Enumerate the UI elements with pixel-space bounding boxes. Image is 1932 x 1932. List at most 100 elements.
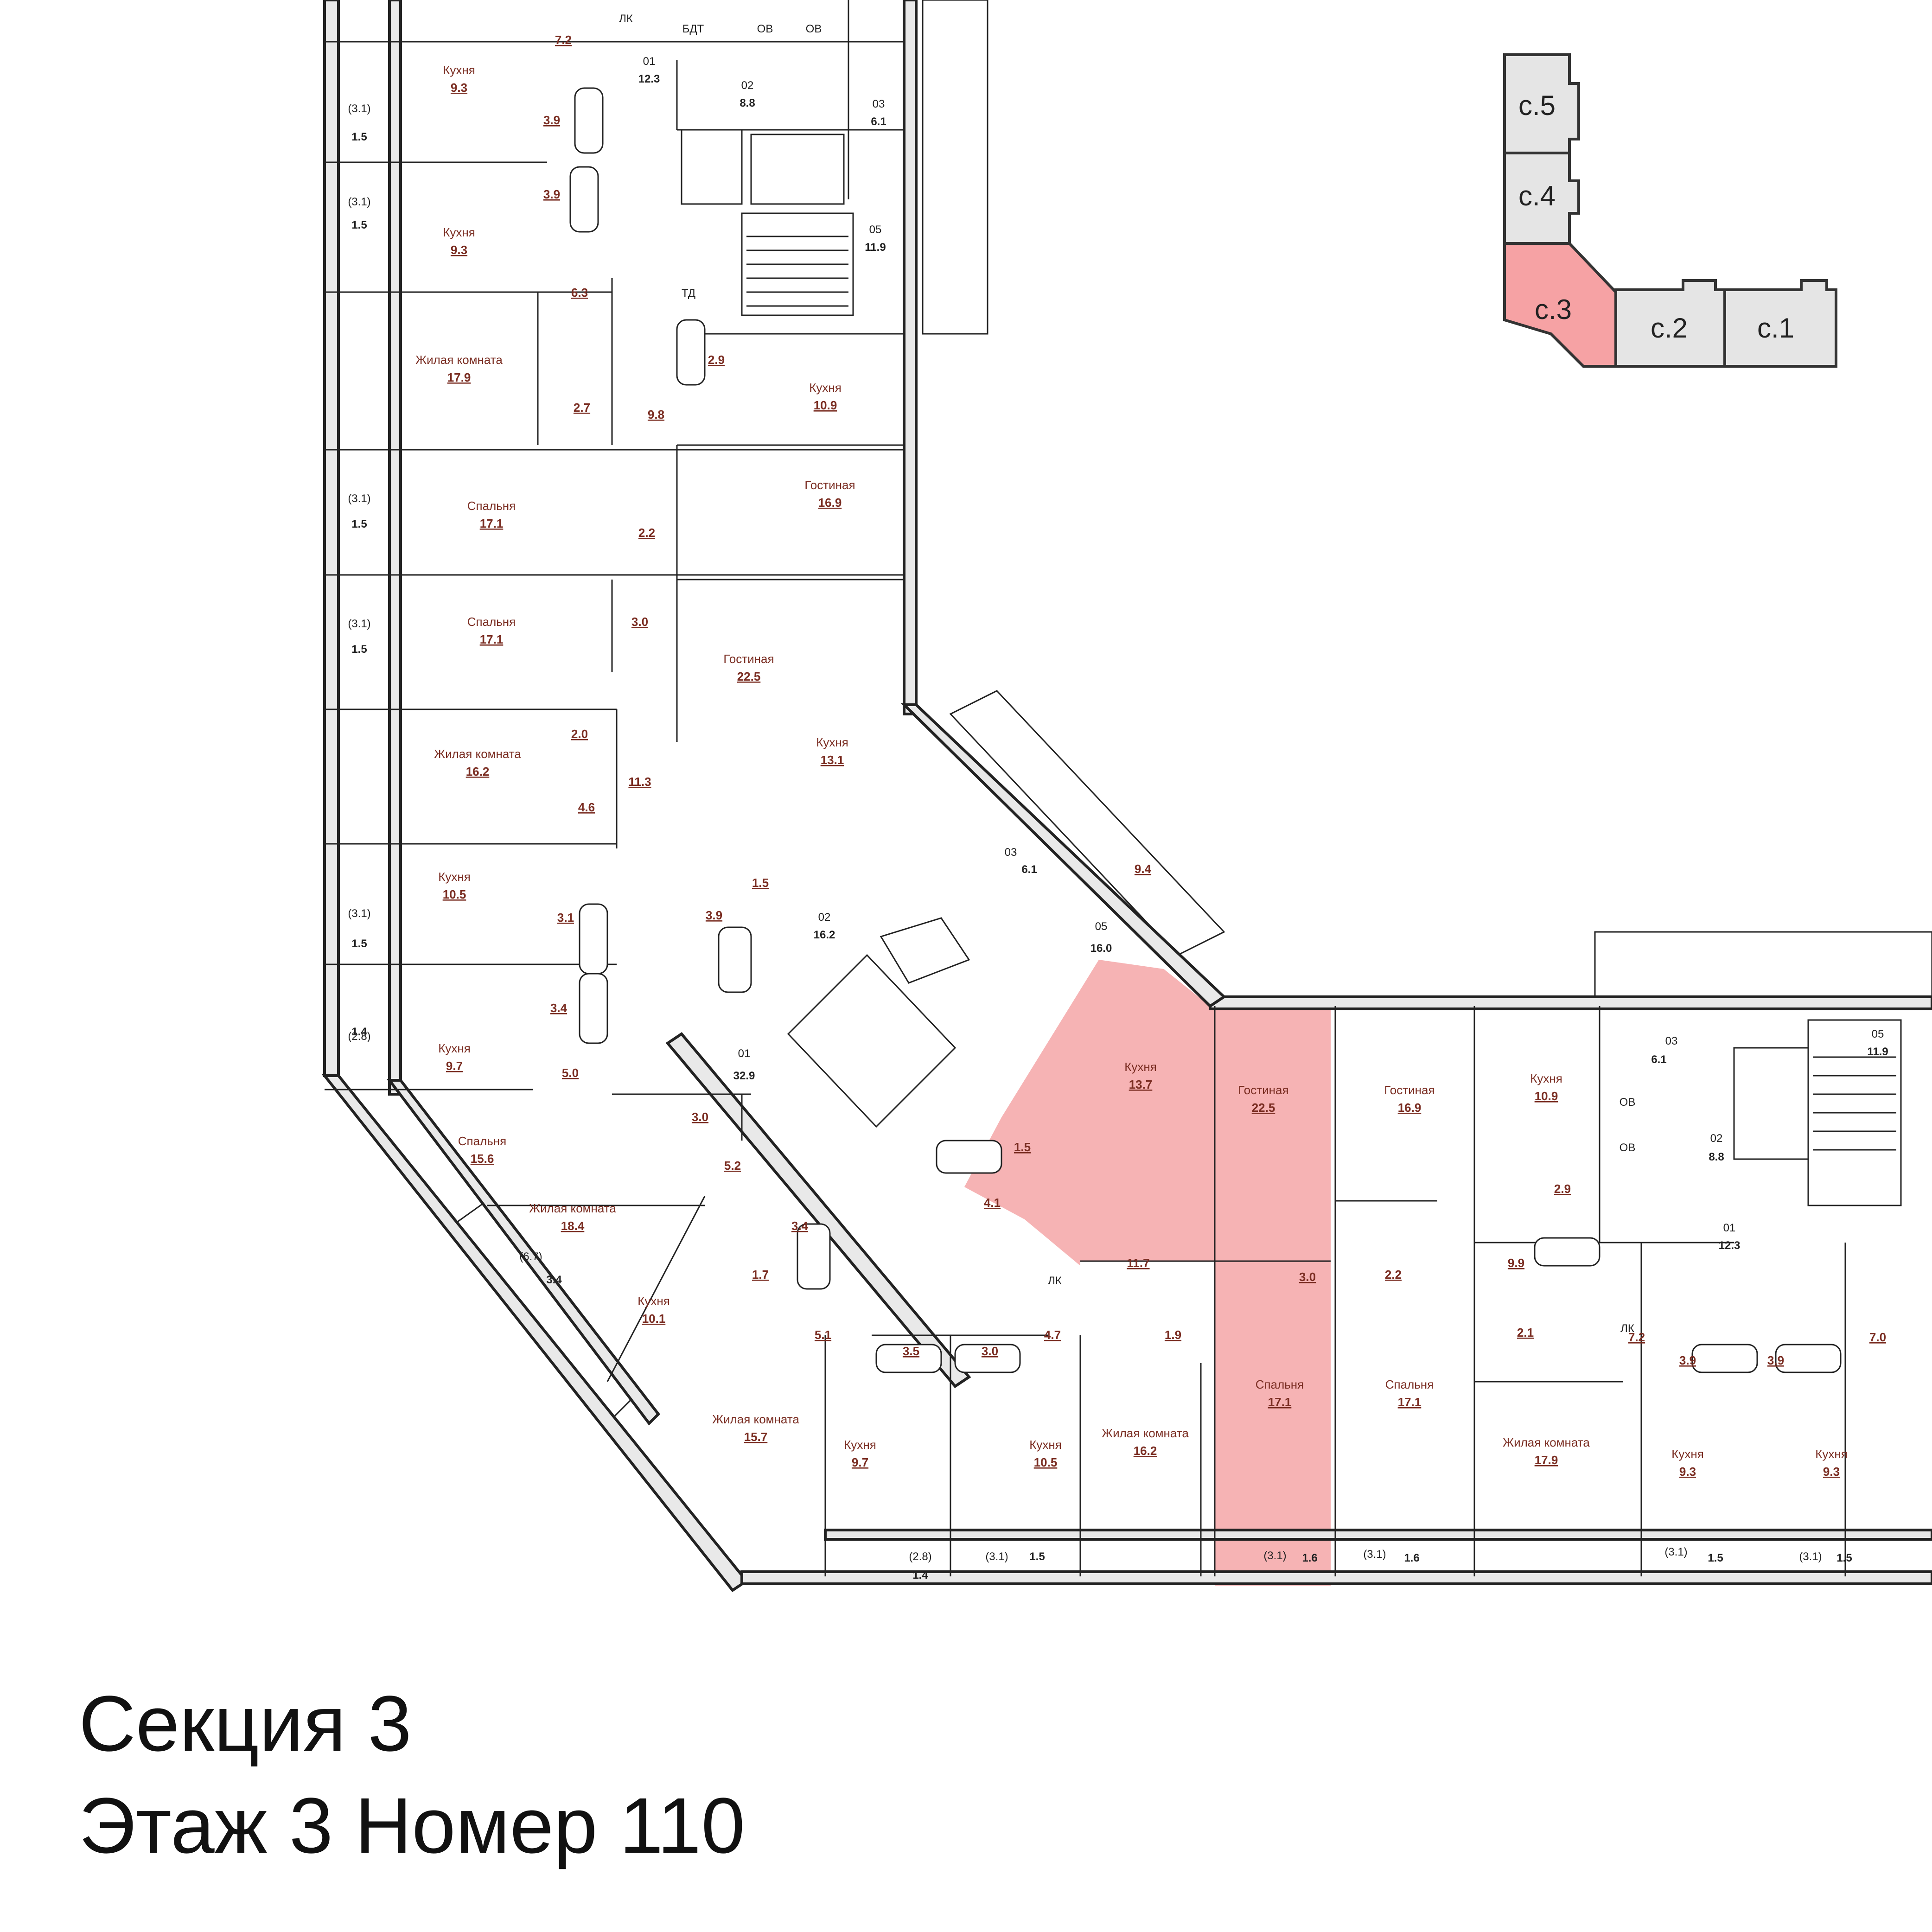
area-label: 1.9 xyxy=(1165,1328,1181,1342)
stair-core xyxy=(681,129,1902,1206)
common-code: 02 xyxy=(741,79,754,92)
area-label: 3.9 xyxy=(543,113,560,127)
room-area: 13.1 xyxy=(821,753,844,767)
area-label: 3.0 xyxy=(982,1344,998,1358)
selected-apartment[interactable] xyxy=(964,960,1331,1586)
balcony-net: 1.5 xyxy=(1836,1552,1852,1564)
balcony-net: 1.6 xyxy=(1302,1552,1317,1564)
room-area: 15.7 xyxy=(744,1430,768,1444)
area-label: 3.4 xyxy=(550,1001,567,1015)
room-area: 10.9 xyxy=(814,398,837,412)
room-area: 9.3 xyxy=(451,81,467,95)
common-area: 11.9 xyxy=(865,241,886,254)
mark-ov: ОВ xyxy=(757,23,773,35)
mark-ov: ОВ xyxy=(1620,1096,1636,1109)
room-area: 18.4 xyxy=(561,1219,585,1233)
area-label: 11.3 xyxy=(628,775,651,789)
room-area: 17.9 xyxy=(1535,1453,1558,1467)
key-section-1[interactable] xyxy=(1723,279,1837,368)
common-area: 16.2 xyxy=(814,929,835,941)
balcony-total: (3.1) xyxy=(1363,1548,1386,1561)
area-label: 9.9 xyxy=(1508,1256,1524,1270)
room-name: Жилая комната xyxy=(712,1412,799,1426)
room-labels: Кухня 9.3 Кухня 9.3 Жилая комната 17.9 С… xyxy=(415,63,1848,1479)
small-area-labels: 7.2 3.9 3.9 6.3 2.7 9.8 2.2 3.0 2.0 4.6 … xyxy=(543,33,1886,1367)
balcony-total: (3.1) xyxy=(985,1550,1008,1563)
area-label: 5.2 xyxy=(724,1159,741,1173)
room-name: Кухня xyxy=(1029,1438,1062,1452)
mark-td: ТД xyxy=(682,287,695,300)
mark-lk: ЛК xyxy=(1048,1275,1062,1287)
key-label-3: с.3 xyxy=(1535,294,1572,325)
common-area-labels: 01 12.3 02 8.8 03 6.1 05 11.9 03 6.1 02 … xyxy=(638,55,1888,1252)
key-label-1: с.1 xyxy=(1757,312,1794,344)
common-code: 03 xyxy=(1005,846,1017,859)
area-label: 7.2 xyxy=(1628,1330,1645,1344)
room-area: 17.1 xyxy=(1268,1395,1292,1409)
room-area: 16.9 xyxy=(1398,1101,1422,1115)
balcony-net: 1.5 xyxy=(351,131,367,143)
room-name: Кухня xyxy=(1124,1060,1157,1074)
room-area: 16.9 xyxy=(818,496,842,510)
mark-ov: ОВ xyxy=(806,23,822,35)
common-code: 01 xyxy=(738,1047,751,1060)
common-area: 16.0 xyxy=(1090,942,1112,955)
balcony-total: (2.8) xyxy=(348,1030,370,1043)
room-name: Кухня xyxy=(844,1438,876,1452)
area-label: 3.0 xyxy=(692,1110,708,1124)
area-label: 2.1 xyxy=(1517,1326,1534,1339)
plumbing-fixtures xyxy=(569,87,1842,1373)
floor-unit-title: Этаж 3 Номер 110 xyxy=(79,1782,745,1870)
balcony-net: 1.4 xyxy=(351,1026,367,1038)
balcony-net: 1.5 xyxy=(1708,1552,1723,1564)
area-label: 9.4 xyxy=(1135,862,1152,876)
common-area: 12.3 xyxy=(638,73,660,85)
mark-lk: ЛК xyxy=(619,13,633,25)
room-area: 22.5 xyxy=(1252,1101,1275,1115)
balcony-total: (3.1) xyxy=(348,907,370,920)
room-name: Гостиная xyxy=(1238,1083,1288,1097)
room-name: Кухня xyxy=(1530,1071,1562,1085)
area-label: 6.3 xyxy=(571,286,588,300)
room-name: Жилая комната xyxy=(434,747,521,761)
common-area: 12.3 xyxy=(1719,1239,1741,1252)
common-code: 03 xyxy=(873,98,885,110)
key-section-3[interactable] xyxy=(1503,242,1617,368)
key-plan: с.5 с.4 с.3 с.2 с.1 xyxy=(1503,53,1837,368)
room-name: Жилая комната xyxy=(1503,1435,1590,1449)
area-label: 1.5 xyxy=(1014,1140,1031,1154)
balcony-total: (3.1) xyxy=(1664,1546,1687,1558)
room-area: 16.2 xyxy=(1134,1444,1157,1458)
area-label: 5.1 xyxy=(815,1328,831,1342)
area-label: 3.9 xyxy=(543,187,560,201)
common-code: 05 xyxy=(869,223,882,236)
common-area: 32.9 xyxy=(733,1070,755,1082)
balcony-net: 1.5 xyxy=(351,518,367,530)
mark-bdt: БДТ xyxy=(682,23,704,35)
key-label-2: с.2 xyxy=(1651,312,1688,344)
room-name: Спальня xyxy=(458,1134,506,1148)
common-code: 02 xyxy=(818,911,831,924)
area-label: 3.9 xyxy=(1767,1353,1784,1367)
room-area: 17.9 xyxy=(447,370,471,384)
room-name: Гостиная xyxy=(1384,1083,1435,1097)
room-area: 10.9 xyxy=(1535,1089,1558,1103)
room-area: 9.7 xyxy=(852,1455,868,1469)
room-name: Спальня xyxy=(467,499,516,513)
room-area: 22.5 xyxy=(737,670,761,683)
room-name: Спальня xyxy=(1385,1377,1434,1391)
common-area: 6.1 xyxy=(1651,1053,1666,1066)
balcony-net: 3.4 xyxy=(546,1274,562,1286)
area-label: 3.9 xyxy=(1679,1353,1696,1367)
balcony-net: 1.5 xyxy=(351,937,367,950)
area-label: 4.7 xyxy=(1044,1328,1061,1342)
room-area: 17.1 xyxy=(480,632,504,646)
room-area: 9.3 xyxy=(451,243,467,257)
common-area: 6.1 xyxy=(1021,863,1037,876)
room-area: 10.5 xyxy=(443,887,466,901)
balcony-total: (3.1) xyxy=(348,492,370,505)
key-label-4: с.4 xyxy=(1518,180,1556,211)
key-section-2[interactable] xyxy=(1614,279,1726,368)
area-label: 9.8 xyxy=(648,408,664,421)
room-name: Кухня xyxy=(638,1294,670,1308)
